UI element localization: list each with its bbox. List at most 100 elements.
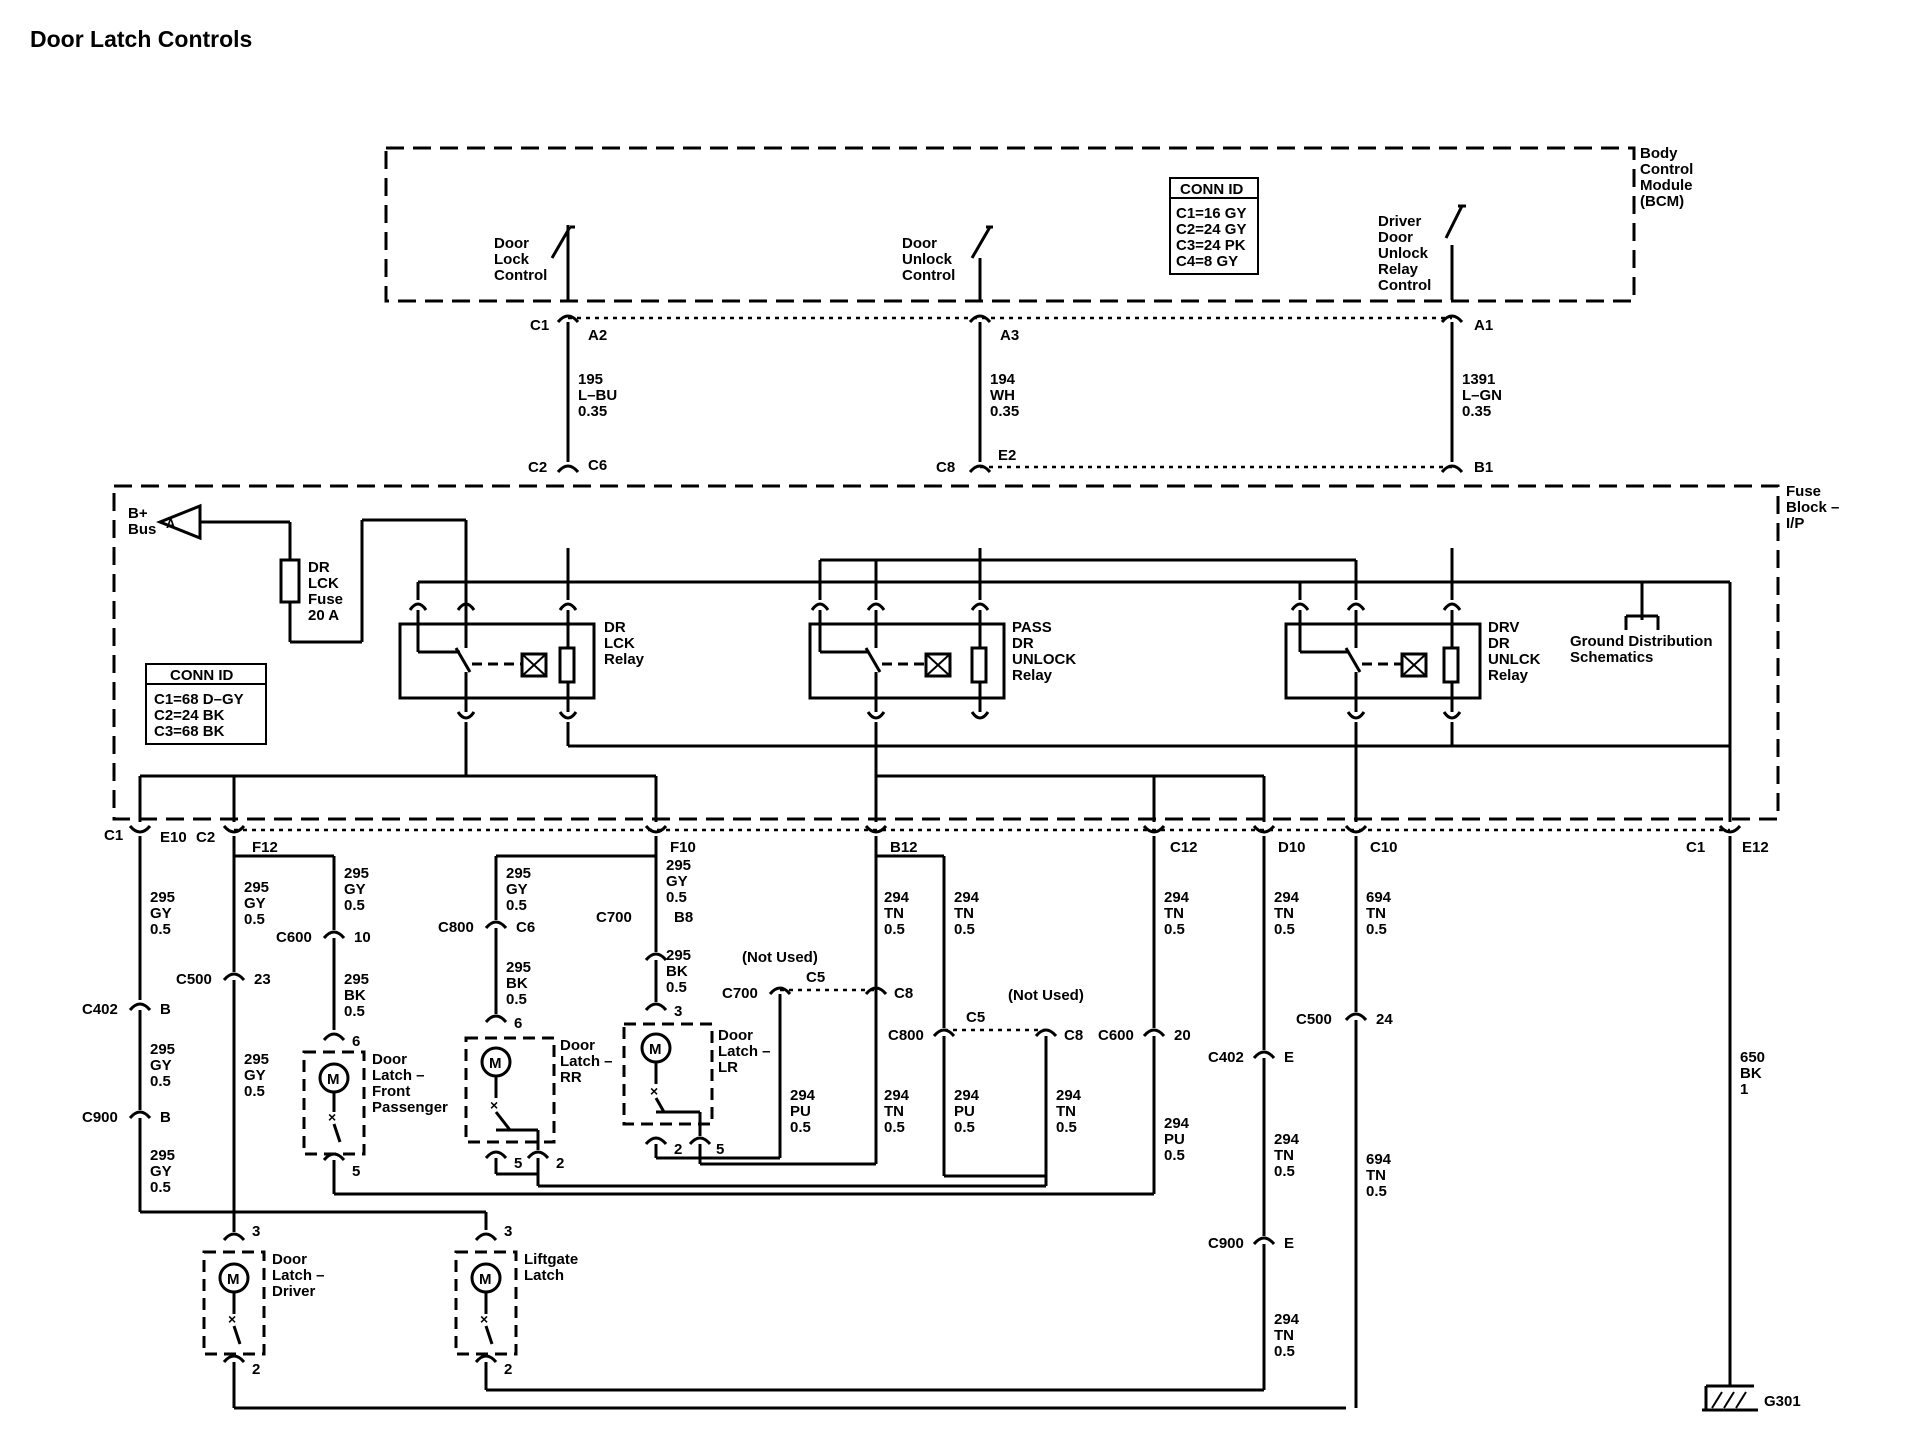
label-wires-gy-b-2: 0.5 [150,1073,171,1090]
label-fb-bottom-pins-e10: E10 [160,829,187,846]
label-fuse-block-bplus-bus-1: Bus [128,521,156,538]
label-fuse-block-fuse-3: 20 A [308,607,339,624]
wire-label-pu-a: 294 PU 0.5 [790,1087,816,1136]
label-wires-tn-c-0: 294 [884,1087,910,1104]
label-fb-top-pins-e2: E2 [998,447,1016,464]
label-pins-p6-rr: 6 [514,1015,522,1032]
label-connectors-c900-e-1: E [1284,1235,1294,1252]
label-components-latch-rr-2: RR [560,1069,582,1086]
label-wires-tn-b-1: TN [954,905,974,922]
label-wires-gy-f-0: 295 [344,865,369,882]
label-fb-top-pins-b1: B1 [1474,459,1493,476]
label-bcm-conn-id-1: C2=24 GY [1176,221,1246,238]
label-bcm-door-lock-control-1: Lock [494,251,530,268]
label-connectors-not-used-1: (Not Used) [742,949,818,966]
label-wires-tn694-b-2: 0.5 [1366,1183,1387,1200]
wire-label-tn-h: 294 TN 0.5 [1274,1311,1300,1360]
label-wires-bk650-0: 650 [1740,1049,1765,1066]
label-fuse-block-relay-drv-0: DRV [1488,619,1519,636]
label-wires-tn-b-0: 294 [954,889,980,906]
label-fb-top-pins-c2: C2 [528,459,547,476]
label-fuse-block-relay-drv-3: Relay [1488,667,1529,684]
label-wires-bk-b-2: 0.5 [506,991,527,1008]
wire-label-gy-a: 295 GY 0.5 [150,889,175,938]
label-wires-tn-f-2: 0.5 [1274,921,1295,938]
wire-label-bk-c: 295 BK 0.5 [666,947,691,996]
label-wires-gy-g-0: 295 [506,865,531,882]
label-wires-gy-g-1: GY [506,881,528,898]
wire-label-pu-c: 294 PU 0.5 [1164,1115,1190,1164]
label-bcm-conn-id-2: C3=24 PK [1176,237,1246,254]
label-pins-p2-lg: 2 [504,1361,512,1378]
wire-label-tn-g: 294 TN 0.5 [1274,1131,1300,1180]
svg-text:×: × [490,1097,498,1113]
label-components-motor: M [649,1041,662,1058]
label-wires-bk650-2: 1 [1740,1081,1748,1098]
label-connectors-c800-c5-0: C800 [888,1027,924,1044]
label-fb-bottom-pins-c12: C12 [1170,839,1198,856]
label-fuse-block-relay-pass-1: DR [1012,635,1034,652]
label-wires-top-w1391-1: L–GN [1462,387,1502,404]
label-connectors-not-used-2: (Not Used) [1008,987,1084,1004]
label-connectors-c600-20-0: C600 [1098,1027,1134,1044]
label-wires-pu-b-0: 294 [954,1087,980,1104]
wire-label-pu-b: 294 PU 0.5 [954,1087,980,1136]
bplus-bus: B+ Bus A [128,503,292,560]
door-latch-rr: M × 6 5 2 Door Latch – RR [464,1014,1046,1188]
label-connectors-c500-24-0: C500 [1296,1011,1332,1028]
label-fb-bottom-pins-c1b: C1 [1686,839,1705,856]
label-fb-top-pins-c8: C8 [936,459,955,476]
label-wires-tn-f-0: 294 [1274,889,1300,906]
label-components-latch-front-pass-2: Front [372,1083,410,1100]
label-pins-p3-lg: 3 [504,1223,512,1240]
label-wires-gy-c-2: 0.5 [150,1179,171,1196]
label-connectors-c402-b-1: B [160,1001,171,1018]
wire-label-gy-c: 295 GY 0.5 [150,1147,175,1196]
label-wires-gy-c-1: GY [150,1163,172,1180]
label-pins-p5-rr: 5 [514,1155,522,1172]
label-wires-pu-c-1: PU [1164,1131,1185,1148]
label-pins-p5-lr: 5 [716,1141,724,1158]
conn-c900-b: C900 B [82,1109,171,1126]
label-bcm-driver-unlock-relay-control-3: Relay [1378,261,1419,278]
label-fuse-block-relay-drv-1: DR [1488,635,1510,652]
label-wires-gy-e-0: 295 [244,1051,269,1068]
label-fb-bottom-pins-f12: F12 [252,839,278,856]
wire-label-bk-a: 295 BK 0.5 [344,971,369,1020]
label-bcm-door-unlock-control-1: Unlock [902,251,953,268]
label-fuse-block-ground-dist-1: Schematics [1570,649,1653,666]
label-components-liftgate-0: Liftgate [524,1251,578,1268]
label-wires-tn-b-2: 0.5 [954,921,975,938]
label-pins-p2-rr: 2 [556,1155,564,1172]
label-wires-tn-d-2: 0.5 [1056,1119,1077,1136]
label-pins-p3-dr: 3 [252,1223,260,1240]
label-connectors-c800-c5-1: C5 [966,1009,985,1026]
label-bcm-door-lock-control-2: Control [494,267,547,284]
label-connectors-c900-e-0: C900 [1208,1235,1244,1252]
label-wires-gy-e-2: 0.5 [244,1083,265,1100]
drv-dr-unlck-relay: DRV DR UNLCK Relay [1284,602,1541,720]
label-wires-bk-a-1: BK [344,987,366,1004]
label-bcm-door-unlock-control-0: Door [902,235,937,252]
label-bcm-conn-id-0: C1=16 GY [1176,205,1246,222]
label-wires-tn-c-1: TN [884,1103,904,1120]
conn-c700-c5-c8: (Not Used) C700 C5 C8 [722,949,913,1158]
label-connectors-c402-e-1: E [1284,1049,1294,1066]
label-fuse-block-label-1: Block – [1786,499,1839,516]
label-fuse-block-conn-id-0: C1=68 D–GY [154,691,244,708]
label-connectors-c402-e-0: C402 [1208,1049,1244,1066]
label-wires-tn-g-2: 0.5 [1274,1163,1295,1180]
door-latch-driver: M × 3 2 Door Latch – Driver [202,1223,1346,1410]
label-fb-bottom-pins-c10: C10 [1370,839,1398,856]
label-bcm-driver-unlock-relay-control-4: Control [1378,277,1431,294]
label-bcm-door-unlock-control-2: Control [902,267,955,284]
wire-label-650-bk: 650 BK 1 [1740,1049,1765,1098]
label-wires-gy-b-1: GY [150,1057,172,1074]
conn-c500-23: C500 23 [176,971,271,988]
label-fuse-block-relay-lock-2: Relay [604,651,645,668]
label-wires-pu-c-2: 0.5 [1164,1147,1185,1164]
label-wires-tn694-b-1: TN [1366,1167,1386,1184]
wire-label-tn-d: 294 TN 0.5 [1056,1087,1082,1136]
fuse-block-label: Fuse Block – I/P [1786,483,1839,532]
label-wires-gy-d-0: 295 [244,879,269,896]
